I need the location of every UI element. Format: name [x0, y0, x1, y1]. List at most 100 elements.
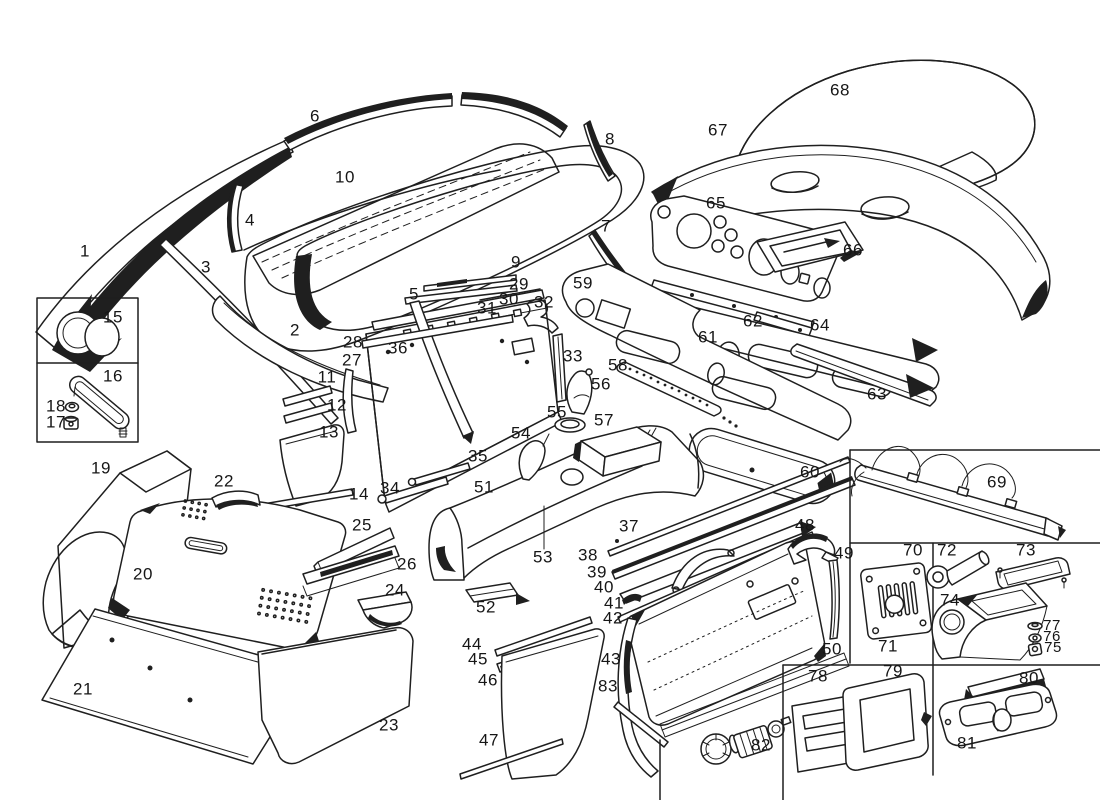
part-label-61: 61 — [698, 327, 718, 347]
part-label-38: 38 — [578, 545, 598, 565]
part-69-defroster-duct — [839, 446, 1066, 541]
part-label-78: 78 — [808, 666, 828, 686]
part-12-strip — [283, 402, 334, 424]
part-46-quarter-trim-panel — [500, 628, 605, 780]
part-34-trim-strip — [377, 476, 449, 504]
part-59-dash-backing-panel — [561, 263, 852, 441]
part-label-67: 67 — [708, 120, 728, 140]
part-label-32: 32 — [534, 292, 554, 312]
part-label-12: 12 — [327, 395, 347, 415]
part-label-82: 82 — [751, 735, 771, 755]
part-28-strip — [361, 314, 514, 349]
inset-box-15-18 — [36, 297, 139, 443]
part-17-nut — [63, 415, 79, 430]
part-label-41: 41 — [604, 593, 624, 613]
part-label-63: 63 — [867, 384, 887, 404]
part-6-header-trim — [283, 92, 568, 151]
part-47-strip — [459, 738, 564, 780]
part-label-50: 50 — [822, 639, 842, 659]
part-label-28: 28 — [343, 332, 363, 352]
part-9-rear-window-seal — [243, 145, 645, 352]
part-label-44: 44 — [462, 634, 482, 654]
part-label-30: 30 — [499, 289, 519, 309]
part-label-72: 72 — [937, 540, 957, 560]
part-label-42: 42 — [603, 608, 623, 628]
part-50-sill-strip — [659, 652, 850, 738]
part-41-door-pull — [622, 548, 735, 605]
part-43-pillar-strip — [617, 617, 659, 778]
part-label-71: 71 — [878, 636, 898, 656]
part-label-37: 37 — [619, 516, 639, 536]
part-82-window-winder — [700, 716, 792, 765]
part-label-26: 26 — [397, 554, 417, 574]
part-33-vertical-strip — [552, 333, 567, 403]
part-label-74: 74 — [940, 590, 960, 610]
part-label-34: 34 — [380, 478, 400, 498]
part-label-7: 7 — [601, 216, 611, 236]
part-label-68: 68 — [830, 80, 850, 100]
part-label-65: 65 — [706, 193, 726, 213]
part-label-83: 83 — [598, 676, 618, 696]
part-label-23: 23 — [379, 715, 399, 735]
part-76-ring-icon — [1028, 633, 1042, 643]
part-55-ring — [554, 417, 586, 433]
part-label-59: 59 — [573, 273, 593, 293]
part-label-57: 57 — [594, 410, 614, 430]
part-24-bracket — [357, 591, 413, 629]
part-label-53: 53 — [533, 547, 553, 567]
part-label-16: 16 — [103, 366, 123, 386]
part-77-washer-icon — [1027, 621, 1043, 631]
part-57-armrest-box — [573, 426, 662, 477]
part-29-strip — [423, 274, 517, 292]
part-74-ashtray-housing — [931, 582, 1048, 661]
part-15-knob — [56, 311, 120, 357]
part-label-60: 60 — [800, 462, 820, 482]
part-label-15: 15 — [103, 307, 123, 327]
part-58-clip-strip — [616, 361, 738, 428]
part-13-pillar-trim-panel — [279, 424, 345, 507]
part-label-48: 48 — [795, 515, 815, 535]
part-label-8: 8 — [605, 129, 615, 149]
part-66-glovebox-frame — [756, 221, 864, 273]
part-label-69: 69 — [987, 472, 1007, 492]
part-label-43: 43 — [601, 649, 621, 669]
part-label-49: 49 — [834, 543, 854, 563]
part-label-19: 19 — [91, 458, 111, 478]
part-label-36: 36 — [388, 338, 408, 358]
part-label-21: 21 — [73, 679, 93, 699]
part-73-frame-plate — [995, 557, 1071, 590]
part-label-80: 80 — [1019, 668, 1039, 688]
part-label-46: 46 — [478, 670, 498, 690]
part-10-headliner-panel — [252, 143, 560, 296]
inset-grid-lines — [659, 449, 1100, 800]
part-81-base-plate — [938, 683, 1058, 747]
part-label-47: 47 — [479, 730, 499, 750]
part-label-11: 11 — [317, 367, 337, 387]
part-22-bracket — [211, 490, 261, 510]
part-label-58: 58 — [608, 355, 628, 375]
part-67-dash-top-shell — [651, 144, 1051, 321]
part-label-25: 25 — [352, 515, 372, 535]
part-label-14: 14 — [349, 484, 369, 504]
part-label-39: 39 — [587, 562, 607, 582]
part-52-flap — [465, 582, 530, 605]
speaker-perforation — [181, 499, 313, 624]
part-label-76: 76 — [1043, 627, 1061, 645]
part-label-81: 81 — [957, 733, 977, 753]
part-75-nut-icon — [1027, 642, 1043, 657]
part-70-71-speaker-plate — [860, 562, 933, 640]
part-label-31: 31 — [477, 298, 497, 318]
part-label-20: 20 — [133, 564, 153, 584]
part-label-33: 33 — [563, 346, 583, 366]
part-83-strip — [613, 701, 669, 748]
part-label-3: 3 — [201, 257, 211, 277]
part-30-strip — [404, 284, 518, 305]
part-label-22: 22 — [214, 471, 234, 491]
part-label-4: 4 — [245, 210, 255, 230]
part-label-35: 35 — [468, 446, 488, 466]
part-label-1: 1 — [80, 241, 90, 261]
part-label-13: 13 — [319, 422, 339, 442]
part-label-5: 5 — [409, 284, 419, 304]
